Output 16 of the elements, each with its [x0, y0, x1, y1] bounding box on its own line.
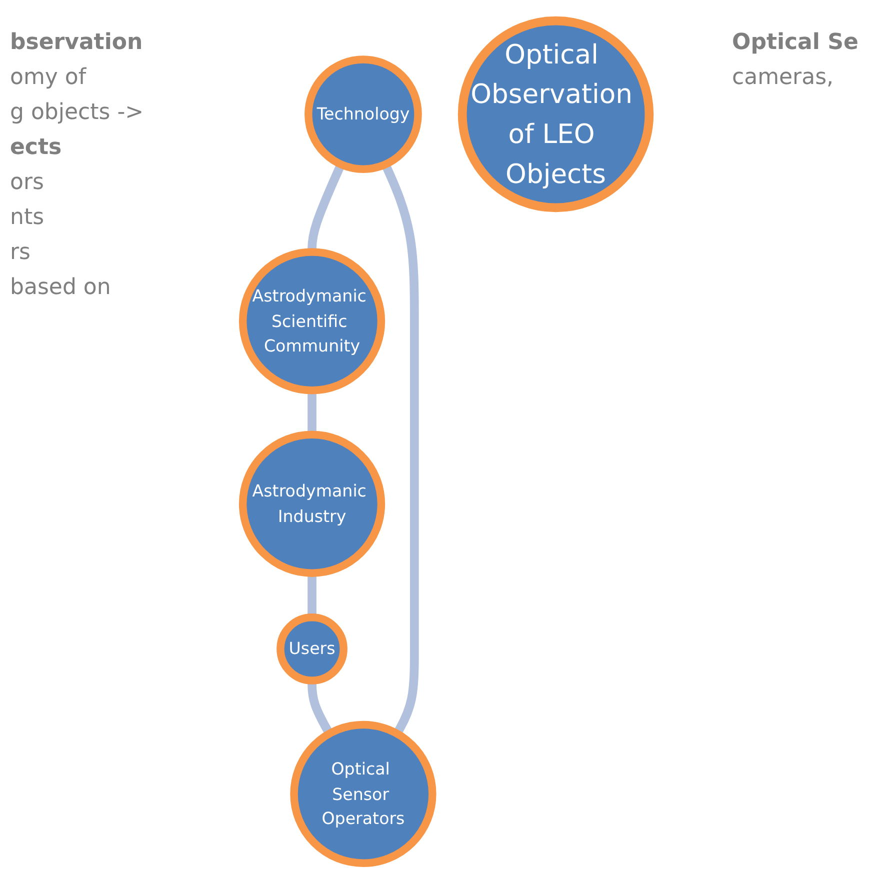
heading-fragment: bservation: [10, 30, 144, 55]
text-fragment: omy of: [10, 65, 88, 90]
text-fragment: g objects ->: [10, 100, 145, 125]
node-circle: Users: [276, 613, 348, 684]
text-fragment: nts: [10, 205, 46, 230]
text-fragment: ors: [10, 170, 45, 195]
node-circle: Astrodymanic Industry: [238, 430, 386, 577]
node-circle: Optical Observation of LEO Objects: [458, 16, 654, 212]
text-fragment: based on: [10, 275, 112, 300]
text-fragment: cameras,: [732, 65, 835, 90]
heading-fragment: ects: [10, 135, 63, 160]
node-circle: Astrodymanic Scientific Community: [238, 248, 386, 394]
heading-fragment: Optical Se: [732, 30, 860, 55]
node-circle: Optical Sensor Operators: [290, 720, 436, 868]
text-fragment: rs: [10, 240, 32, 265]
node-circle: Technology: [304, 56, 422, 173]
